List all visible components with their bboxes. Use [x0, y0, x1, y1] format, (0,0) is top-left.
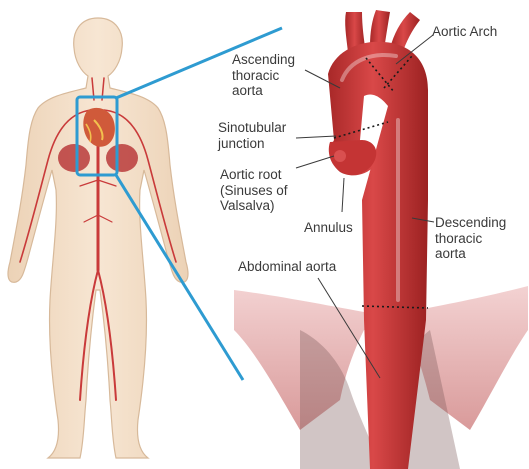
- label-ascending-thoracic-aorta: Ascending thoracic aorta: [232, 52, 295, 99]
- label-descending-thoracic-aorta: Descending thoracic aorta: [435, 215, 506, 262]
- label-sinotubular-junction: Sinotubular junction: [218, 120, 286, 151]
- label-aortic-root: Aortic root (Sinuses of Valsalva): [220, 167, 288, 214]
- label-aortic-arch: Aortic Arch: [432, 24, 497, 40]
- label-annulus: Annulus: [304, 220, 353, 236]
- label-abdominal-aorta: Abdominal aorta: [238, 259, 336, 275]
